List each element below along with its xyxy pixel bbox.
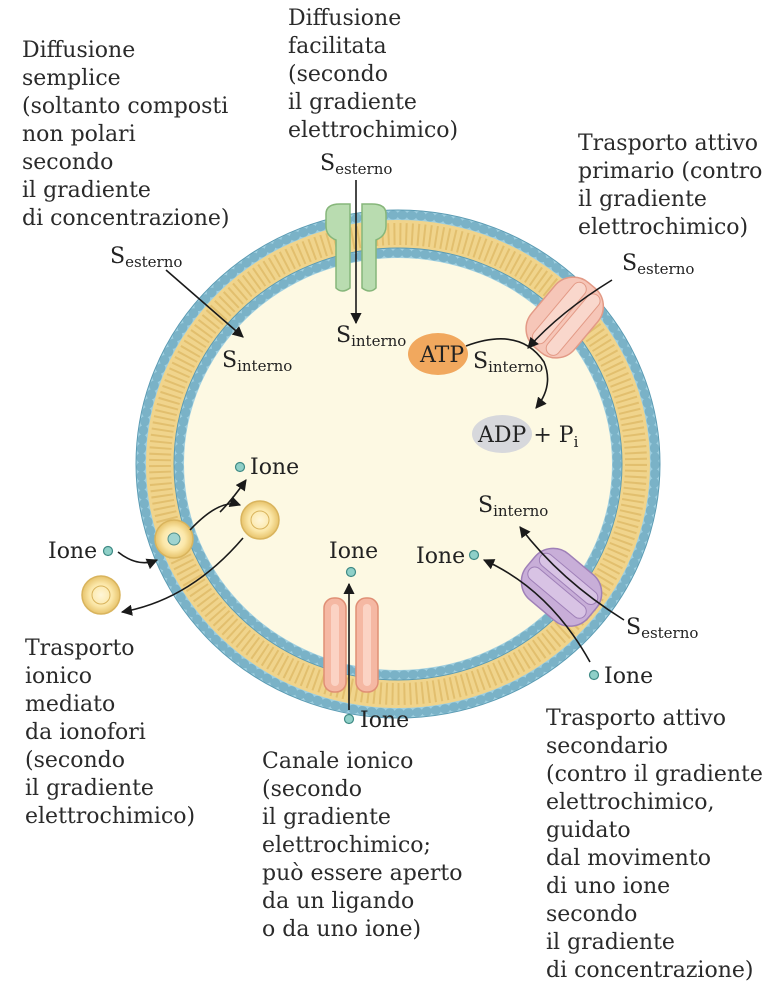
s-esterno-facilitated: Sesterno <box>320 151 392 178</box>
ion-label-ionophore-in: Ione <box>250 455 299 480</box>
ion-label-cotransport-in: Ione <box>416 544 465 569</box>
ion-label-ionophore-out: Ione <box>48 539 97 564</box>
ionophore-inside <box>241 501 279 539</box>
ion-label-channel-out: Ione <box>360 708 409 733</box>
caption-ionophore: Trasporto ionico mediato da ionofori (se… <box>25 635 195 831</box>
caption-simple-diffusion: Diffusione semplice (soltanto composti n… <box>22 37 229 233</box>
s-esterno-primary: Sesterno <box>622 251 694 278</box>
ion-dot-ionophore-in <box>236 463 245 472</box>
atp-label: ATP <box>419 343 464 368</box>
caption-facilitated-diffusion: Diffusione facilitata (secondo il gradie… <box>288 5 458 145</box>
ionophore-outside <box>82 576 120 614</box>
arrow-ionophore-entry <box>118 552 157 563</box>
ion-label-channel-in: Ione <box>329 539 378 564</box>
ion-label-cotransport-out: Ione <box>604 664 653 689</box>
s-esterno-simple: Sesterno <box>110 244 182 271</box>
caption-primary-active: Trasporto attivo primario (contro il gra… <box>578 130 762 242</box>
adp-label: ADP + Pi <box>477 423 579 451</box>
caption-ion-channel: Canale ionico (secondo il gradiente elet… <box>262 748 462 944</box>
ion-dot-cotransport-out <box>590 671 599 680</box>
ion-dot-ionophore-out <box>104 547 113 556</box>
ion-dot-cotransport-in <box>470 551 479 560</box>
ion-dot-channel-in <box>347 568 356 577</box>
caption-secondary-active: Trasporto attivo secondario (contro il g… <box>546 705 763 985</box>
s-esterno-secondary: Sesterno <box>626 615 698 642</box>
ion-dot-channel-out <box>345 715 354 724</box>
